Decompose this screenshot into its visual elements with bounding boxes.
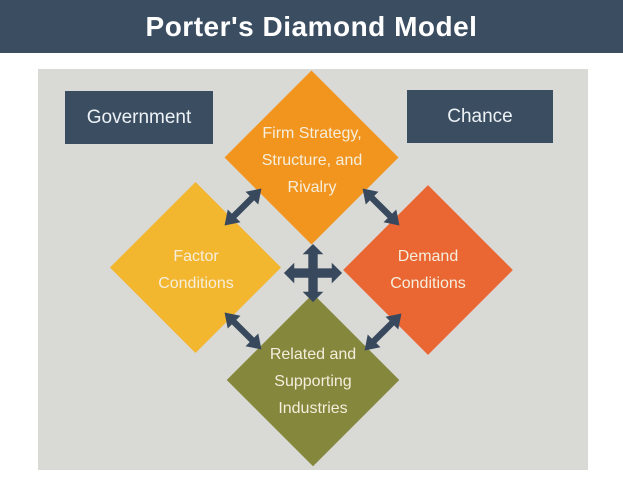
page-title: Porter's Diamond Model [145,10,478,42]
double-arrow-icon [216,304,270,358]
chance-box: Chance [407,90,553,143]
chance-label: Chance [447,105,513,127]
four-way-arrow-icon [283,243,343,303]
double-arrow-icon [356,305,410,359]
double-arrow-icon [216,180,270,234]
header-bar: Porter's Diamond Model [0,0,623,53]
government-label: Government [86,106,192,128]
government-box: Government [65,91,213,144]
double-arrow-icon [354,180,408,234]
